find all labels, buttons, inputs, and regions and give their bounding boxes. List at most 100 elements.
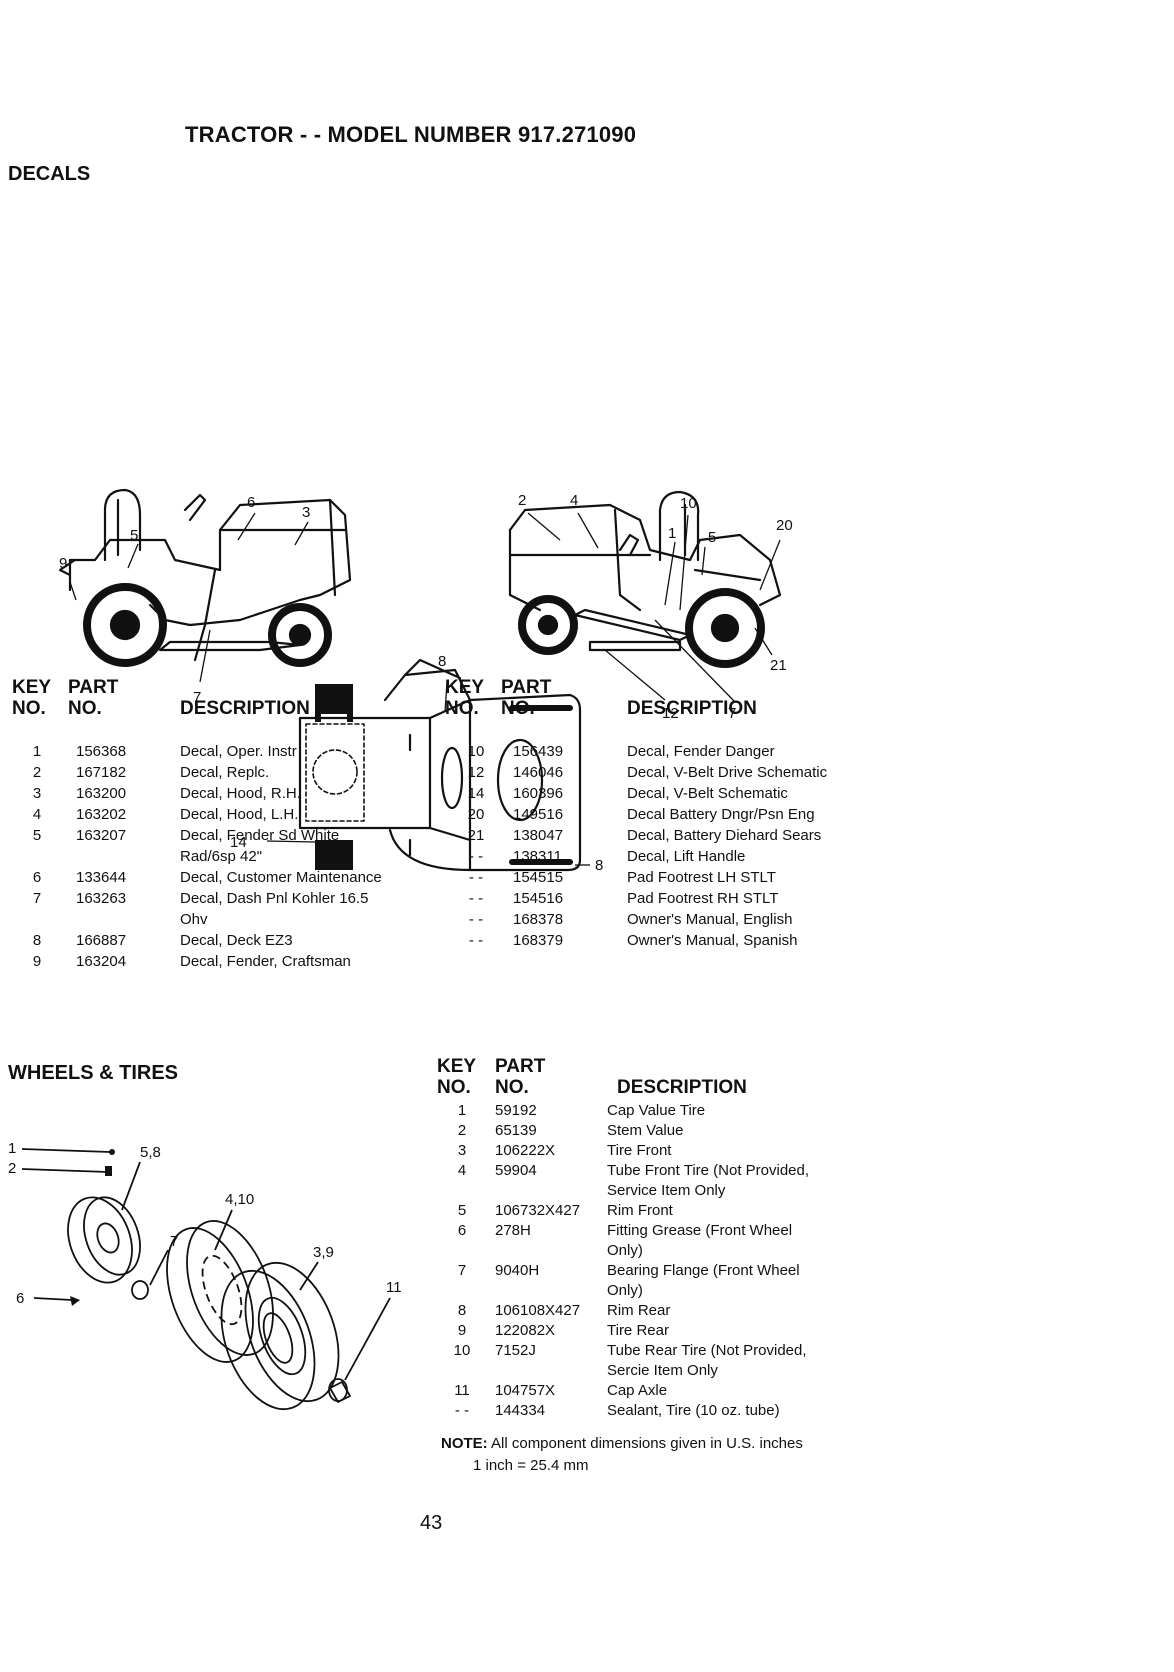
key-number: 12	[467, 764, 485, 781]
part-number: 106108X427	[495, 1302, 581, 1319]
key-number: 2	[32, 764, 42, 781]
part-number: 106732X427	[495, 1202, 581, 1219]
description: Decal, Fender Danger	[627, 743, 775, 760]
description: Decal, Oper. Instr	[180, 743, 297, 760]
label-4-10: 4,10	[225, 1191, 254, 1208]
part-number: 154515	[513, 869, 564, 886]
key-number: 5	[457, 1202, 467, 1219]
label-5: 5	[130, 527, 138, 544]
description: Pad Footrest RH STLT	[627, 890, 779, 907]
part-number: 156368	[76, 743, 127, 760]
note-text: All component dimensions given in U.S. i…	[487, 1435, 803, 1452]
part-number: 59904	[495, 1162, 537, 1179]
table-row: 6 133644 Decal, Customer Maintenance	[12, 867, 425, 888]
key-number: - -	[468, 869, 484, 886]
key-number: 2	[457, 1122, 467, 1139]
key-number: 7	[32, 890, 42, 907]
note-label: NOTE:	[441, 1435, 488, 1452]
label-6: 6	[247, 494, 255, 511]
label-3: 3	[302, 504, 310, 521]
part-number: 138047	[513, 827, 564, 844]
key-number: 21	[467, 827, 485, 844]
description: Cap Axle	[607, 1382, 668, 1399]
part-number: 167182	[76, 764, 127, 781]
part-number: 278H	[495, 1222, 531, 1239]
key-number: 6	[32, 869, 42, 886]
key-number: 14	[467, 785, 485, 802]
description: Sealant, Tire (10 oz. tube)	[607, 1402, 780, 1419]
part-number: 9040H	[495, 1262, 540, 1279]
part-number: 133644	[76, 869, 127, 886]
description: Tire Rear	[607, 1322, 669, 1339]
key-number: 10	[453, 1342, 471, 1359]
key-number: 8	[32, 932, 42, 949]
key-number: 9	[457, 1322, 467, 1339]
label-8-bottom: 8	[595, 857, 603, 874]
table-row: - - 144334 Sealant, Tire (10 oz. tube)	[437, 1401, 837, 1421]
description-header: DESCRIPTION	[617, 1077, 747, 1098]
description: Decal, Battery Diehard Sears	[627, 827, 822, 844]
part-number: 122082X	[495, 1322, 556, 1339]
label-14: 14	[230, 834, 247, 851]
description: Decal, Lift Handle	[627, 848, 746, 865]
description: Tube Front Tire (Not Provided,Service It…	[607, 1162, 810, 1199]
part-number: 163207	[76, 827, 127, 844]
key-number: - -	[468, 932, 484, 949]
description: Tire Front	[607, 1142, 672, 1159]
key-number: 4	[32, 806, 42, 823]
label-2: 2	[518, 492, 526, 509]
part-number: 104757X	[495, 1382, 556, 1399]
part-number: 149516	[513, 806, 564, 823]
dimension-note: NOTE: All component dimensions given in …	[441, 1433, 803, 1477]
part-number: 144334	[495, 1402, 546, 1419]
key-number: 3	[32, 785, 42, 802]
description: Decal, Replc.	[180, 764, 270, 781]
part-number: 163263	[76, 890, 127, 907]
description: Decal, Customer Maintenance	[180, 869, 382, 886]
part-number: 65139	[495, 1122, 537, 1139]
description: Tube Rear Tire (Not Provided,Sercie Item…	[607, 1342, 807, 1379]
label-1: 1	[668, 525, 676, 542]
label-21: 21	[770, 657, 787, 674]
label-9: 9	[59, 555, 67, 572]
key-number: - -	[454, 1402, 470, 1419]
decals-heading: DECALS	[8, 163, 91, 185]
label-8-top: 8	[438, 653, 446, 670]
label-6: 6	[16, 1290, 24, 1307]
label-7-left: 7	[193, 689, 201, 706]
key-number: - -	[468, 911, 484, 928]
description: Decal, V-Belt Drive Schematic	[627, 764, 828, 781]
key-number: 7	[457, 1262, 467, 1279]
description: Decal, Deck EZ3	[180, 932, 293, 949]
description-header: DESCRIPTION	[180, 698, 310, 719]
description: Owner's Manual, English	[627, 911, 793, 928]
key-number: 6	[457, 1222, 467, 1239]
table-row: 21 138047 Decal, Battery Diehard Sears	[445, 825, 867, 846]
